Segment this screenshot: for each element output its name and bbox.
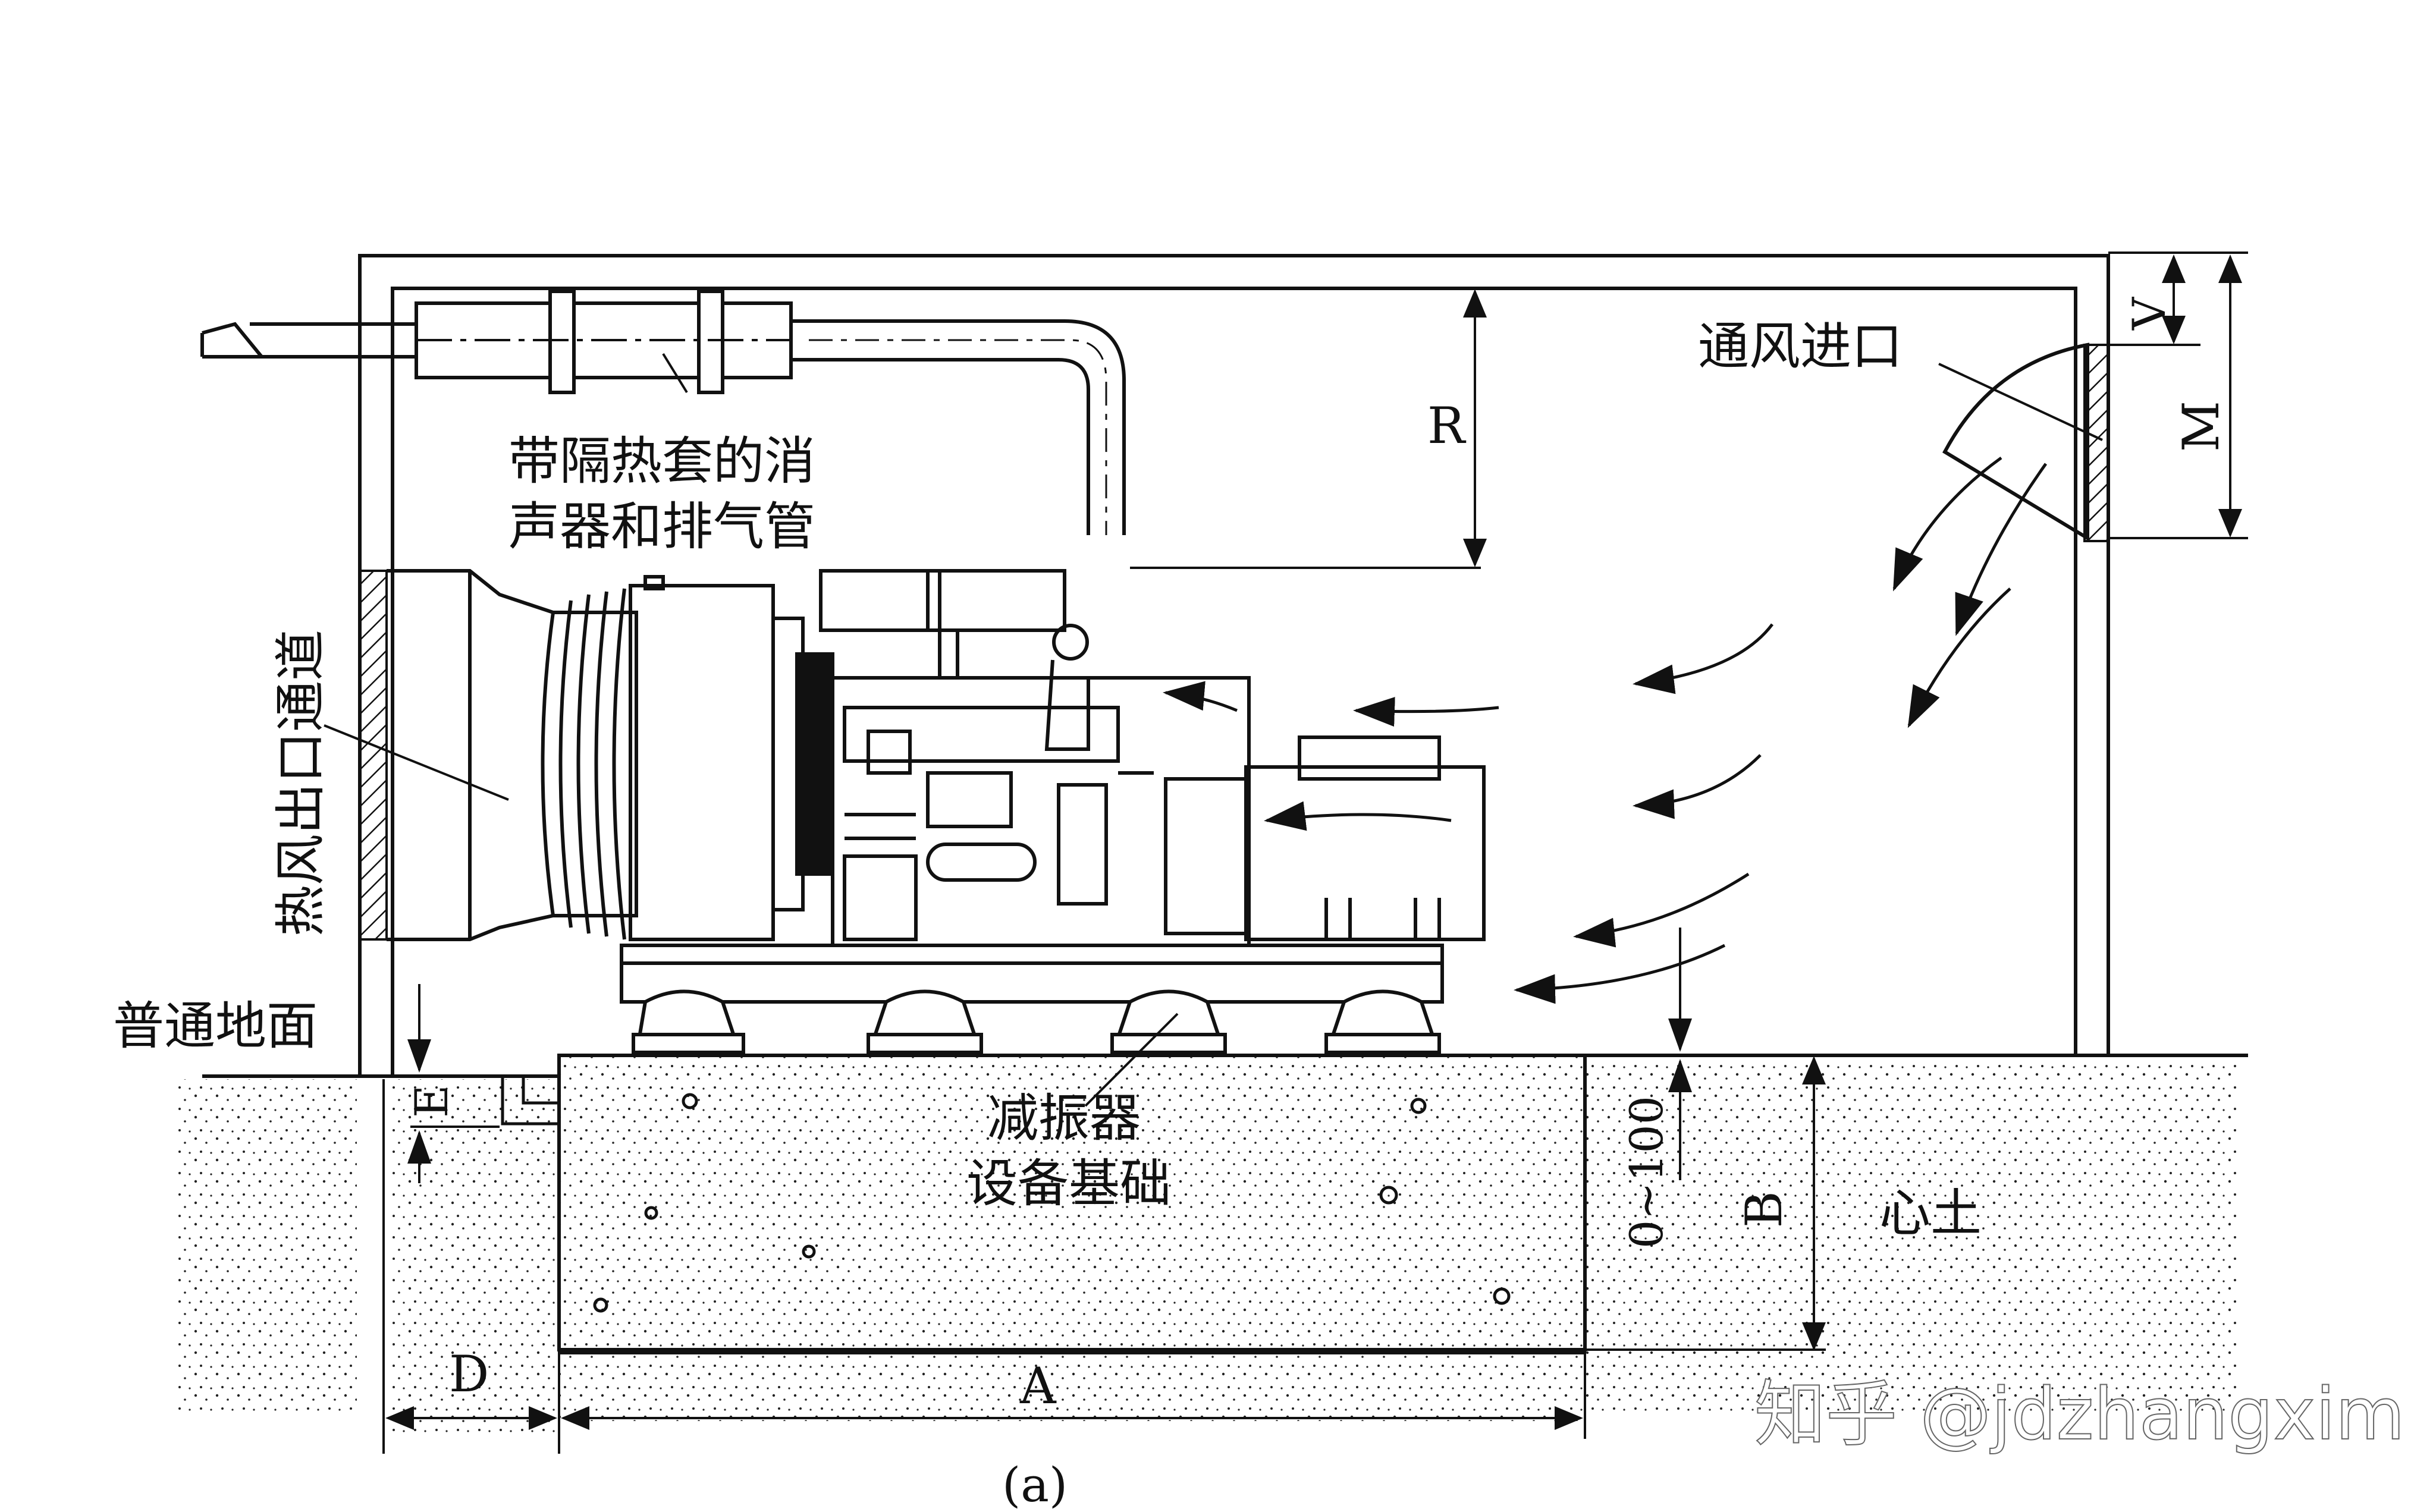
alternator <box>1164 735 1486 941</box>
label-ordinary-ground: 普通地面 <box>113 997 318 1056</box>
trench-detail <box>501 1076 559 1126</box>
label-exhaust-muffler-line2: 声器和排气管 <box>508 497 815 557</box>
dim-label-D: D <box>449 1345 489 1403</box>
label-hot-air-outlet: 热风出口通道 <box>271 630 331 936</box>
label-air-inlet: 通风进口 <box>1698 317 1903 376</box>
figure-caption: (a) <box>1002 1457 1068 1512</box>
label-damper: 减振器 <box>987 1089 1141 1148</box>
dim-label-M: M <box>2172 401 2230 452</box>
equipment-foundation-block <box>557 1054 1587 1354</box>
dim-label-E: E <box>405 1085 458 1118</box>
dim-label-A: A <box>1019 1357 1057 1415</box>
base-frame <box>620 944 1444 1004</box>
label-equipment-foundation: 设备基础 <box>966 1154 1171 1214</box>
airflow-arrows <box>1163 456 2048 1004</box>
dimensions <box>382 252 2248 1454</box>
dim-label-range: 0~100 <box>1620 1096 1673 1249</box>
watermark: 知乎 @jdzhangxim <box>1754 1373 2405 1456</box>
hot-air-outlet-duct <box>324 569 638 941</box>
label-backfill-soil: 心土 <box>1879 1184 1982 1243</box>
label-exhaust-muffler-line1: 带隔热套的消 <box>508 432 815 491</box>
dim-label-V: V <box>2123 297 2176 331</box>
dim-label-B: B <box>1735 1191 1793 1228</box>
exhaust-muffler <box>200 290 1126 535</box>
dim-label-R: R <box>1427 397 1467 455</box>
air-inlet-louver <box>1938 342 2109 542</box>
engine-radiator <box>629 569 1251 947</box>
dampers <box>632 989 1441 1107</box>
